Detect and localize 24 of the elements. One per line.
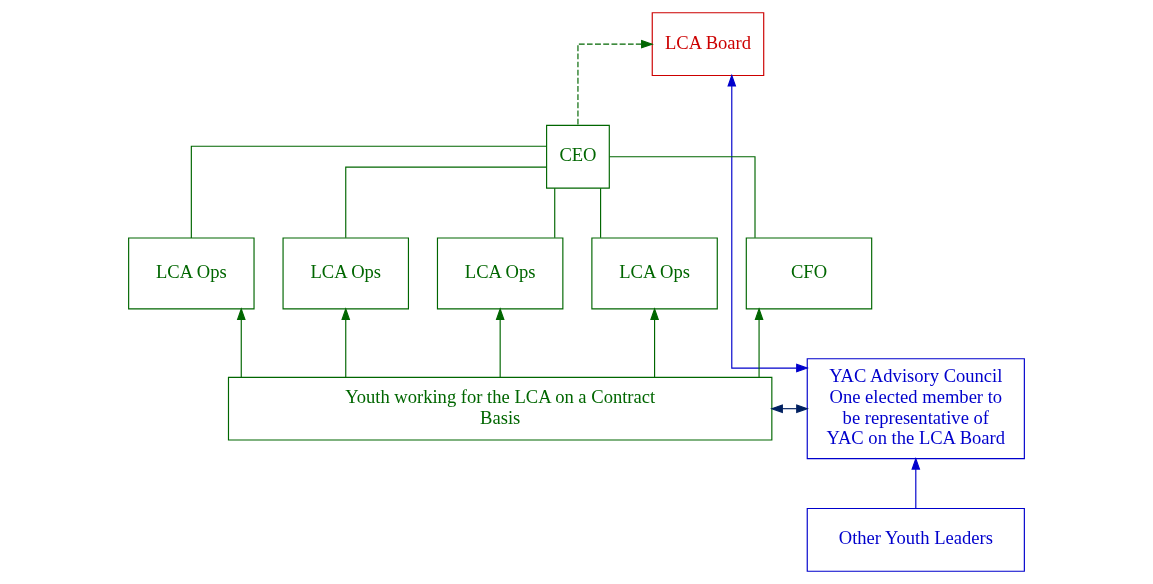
connector bbox=[600, 187, 602, 239]
arrow bbox=[341, 307, 351, 378]
arrow bbox=[770, 404, 809, 414]
arrow bbox=[911, 456, 921, 509]
connector bbox=[345, 166, 547, 239]
node-box: LCA Ops bbox=[436, 237, 564, 310]
arrow bbox=[727, 73, 809, 373]
node-box: YAC Advisory Council One elected member to be representative of YAC on the LCA Board bbox=[806, 358, 1025, 460]
connector bbox=[609, 156, 756, 239]
node-box: LCA Ops bbox=[128, 237, 255, 310]
arrow bbox=[577, 39, 654, 126]
connector bbox=[190, 145, 547, 239]
arrow bbox=[754, 307, 764, 378]
arrow bbox=[650, 307, 660, 378]
node-box: CFO bbox=[745, 237, 873, 310]
node-box: Other Youth Leaders bbox=[806, 507, 1025, 572]
node-box: Youth working for the LCA on a Contract Basis bbox=[227, 376, 773, 441]
node-box: LCA Board bbox=[651, 12, 765, 77]
node-box: LCA Ops bbox=[282, 237, 410, 310]
arrow bbox=[236, 307, 246, 378]
node-box: CEO bbox=[546, 124, 610, 189]
arrow bbox=[495, 307, 505, 378]
connector bbox=[554, 187, 556, 239]
node-box: LCA Ops bbox=[591, 237, 718, 310]
